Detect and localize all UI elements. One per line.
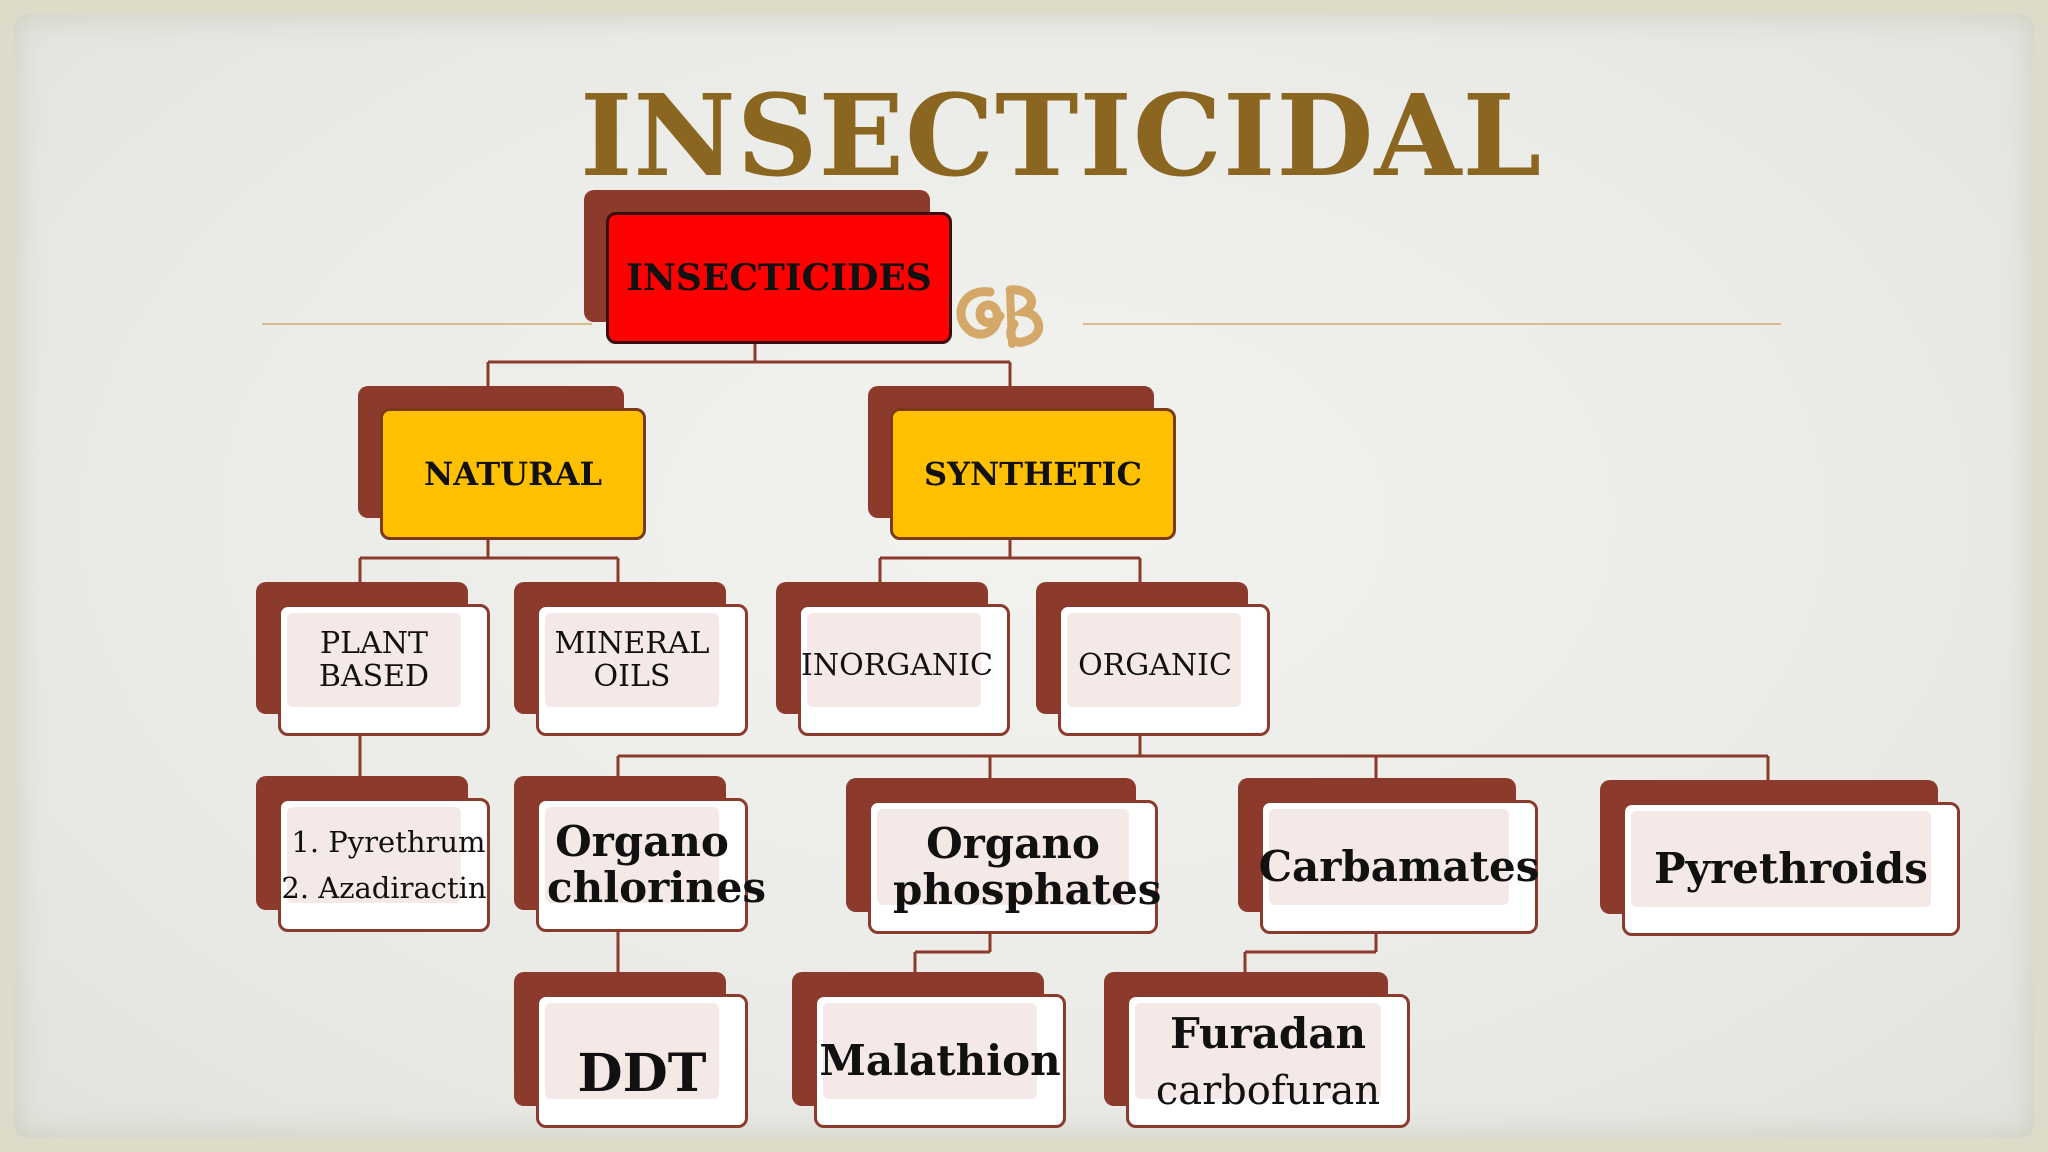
furadan-label: Furadan bbox=[1169, 1008, 1367, 1058]
node-insecticides: INSECTICIDES bbox=[584, 190, 952, 344]
node-mineral-oils: MINERAL OILS bbox=[514, 582, 748, 736]
node-label: NATURAL bbox=[424, 455, 602, 493]
node-label: Organo phosphates bbox=[893, 819, 1162, 914]
node-malathion: Malathion bbox=[792, 972, 1066, 1128]
node-label: Organo chlorines bbox=[547, 817, 767, 912]
node-natural: NATURAL bbox=[358, 386, 646, 540]
node-ddt: DDT bbox=[514, 972, 748, 1128]
node-pyrethroids: Pyrethroids bbox=[1600, 780, 1960, 936]
node-label: INORGANIC bbox=[801, 647, 993, 683]
decorative-line-right bbox=[1083, 323, 1781, 325]
node-synthetic: SYNTHETIC bbox=[868, 386, 1176, 540]
node-label: ORGANIC bbox=[1078, 647, 1232, 683]
slide-title: INSECTICIDAL bbox=[580, 71, 1543, 202]
node-label: INSECTICIDES bbox=[626, 257, 932, 299]
node-label: MINERAL OILS bbox=[554, 626, 710, 694]
node-organic: ORGANIC bbox=[1036, 582, 1270, 736]
node-plant-based: PLANT BASED bbox=[256, 582, 490, 736]
node-organochlorines: Organo chlorines bbox=[514, 776, 767, 932]
node-label: Malathion bbox=[819, 1036, 1061, 1085]
example-pyrethrum: 1. Pyrethrum bbox=[291, 825, 486, 859]
node-organophosphates: Organo phosphates bbox=[846, 778, 1162, 934]
node-label: Carbamates bbox=[1258, 842, 1540, 891]
example-azadiractin: 2. Azadiractin bbox=[281, 871, 487, 905]
node-label: DDT bbox=[577, 1042, 707, 1104]
flourish-ornament-icon bbox=[956, 285, 1044, 348]
node-plant-examples: 1. Pyrethrum 2. Azadiractin bbox=[256, 776, 490, 932]
node-label: SYNTHETIC bbox=[924, 455, 1142, 493]
node-label: PLANT BASED bbox=[318, 626, 430, 694]
node-carbamates: Carbamates bbox=[1238, 778, 1540, 934]
node-furadan: Furadan carbofuran bbox=[1104, 972, 1410, 1128]
carbofuran-label: carbofuran bbox=[1155, 1067, 1381, 1114]
node-label: Pyrethroids bbox=[1654, 844, 1928, 893]
node-inorganic: INORGANIC bbox=[776, 582, 1010, 736]
decorative-line-left bbox=[262, 323, 592, 325]
slide-background bbox=[14, 14, 2034, 1138]
